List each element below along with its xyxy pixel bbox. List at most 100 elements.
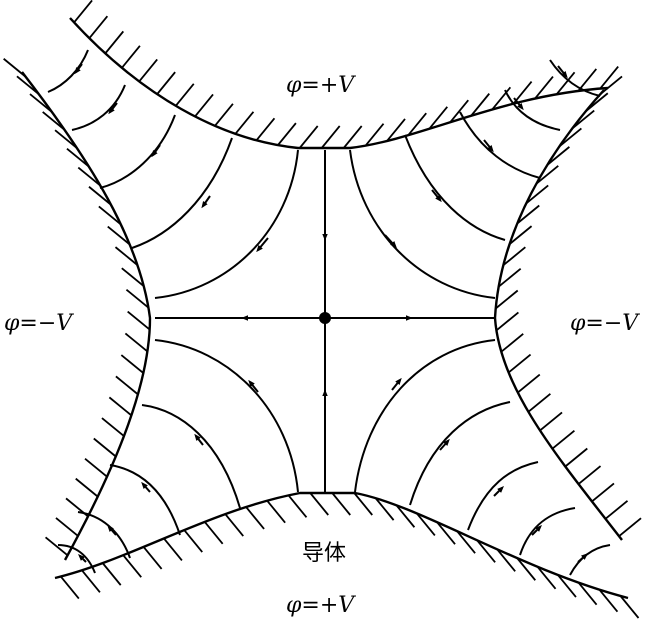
hatch-tick xyxy=(98,205,122,226)
hatch-tick xyxy=(102,562,122,586)
hatch-tick xyxy=(88,186,112,206)
hatch-tick xyxy=(224,513,244,537)
hatch-tick xyxy=(495,311,519,332)
hatch-tick xyxy=(138,58,158,82)
hatch-tick xyxy=(108,396,132,417)
hatch-tick xyxy=(619,595,640,619)
field-line-ur-4 xyxy=(504,89,561,131)
hatch-tick xyxy=(516,557,536,581)
hatch-tick xyxy=(214,103,234,127)
hatch-tick xyxy=(618,517,642,537)
hatch-tick xyxy=(81,569,101,593)
hatch-tick xyxy=(539,411,563,432)
arrow-ul-1 xyxy=(256,237,269,253)
hatch-tick xyxy=(509,225,533,245)
hatch-tick xyxy=(55,517,79,537)
label-left-potential: φ=−V xyxy=(4,311,74,336)
hatch-tick xyxy=(577,465,602,485)
hatch-tick xyxy=(107,225,131,246)
arrow-ul-3 xyxy=(151,144,161,158)
arrow-ul-2 xyxy=(201,195,211,209)
field-line-ul-3 xyxy=(99,114,176,189)
hatch-tick xyxy=(534,75,554,100)
hatch-tick xyxy=(114,246,139,266)
hatch-tick xyxy=(496,548,516,572)
hatch-tick xyxy=(546,146,570,166)
hatch-tick xyxy=(287,494,308,518)
hatch-tick xyxy=(456,530,476,554)
arrow-ur-3 xyxy=(483,139,494,153)
hatch-tick xyxy=(127,310,151,331)
arrow-lr-1 xyxy=(391,377,402,391)
hatch-tick xyxy=(577,68,598,92)
hatch-tick xyxy=(54,129,78,149)
hatch-tick xyxy=(491,86,512,110)
hatch-tick xyxy=(502,246,526,266)
hatch-tick xyxy=(407,112,427,136)
hatch-tick xyxy=(598,589,619,613)
arrow-ur-1 xyxy=(384,234,397,249)
arrow-ur-2 xyxy=(431,189,442,203)
hatch-tick xyxy=(599,66,619,90)
hatch-tick xyxy=(277,122,297,146)
hatch-tick xyxy=(555,71,576,95)
arrow-ll-3 xyxy=(141,481,151,493)
hatch-tick xyxy=(527,393,551,413)
hatch-tick xyxy=(564,447,588,468)
arrow-ll-5 xyxy=(78,554,87,563)
hatch-tick xyxy=(234,111,255,135)
hatch-tick xyxy=(120,354,144,374)
left-electrode xyxy=(21,71,152,561)
field-line-ll-5 xyxy=(57,544,96,574)
hatch-tick xyxy=(203,521,224,545)
hatch-tick xyxy=(516,204,540,225)
field-line-ul-5 xyxy=(47,49,89,93)
hatch-tick xyxy=(525,184,549,205)
hatch-tick xyxy=(194,93,214,118)
hatch-tick xyxy=(101,417,125,437)
hatch-tick xyxy=(88,15,109,39)
hatch-tick xyxy=(84,457,108,478)
hatch-tick xyxy=(245,506,265,530)
hatch-tick xyxy=(66,147,90,168)
hatch-tick xyxy=(16,75,40,95)
field-line-ur-1 xyxy=(349,149,496,299)
hatch-tick xyxy=(163,537,183,562)
field-line-ul-4 xyxy=(71,84,126,131)
field-line-ul-1 xyxy=(154,149,299,299)
arrow-ur-4 xyxy=(513,97,524,111)
hatch-tick xyxy=(591,482,615,503)
field-line-lr-4 xyxy=(519,507,576,556)
hatch-tick xyxy=(309,492,329,516)
label-top-potential: φ=+V xyxy=(286,73,356,98)
field-line-ur-5 xyxy=(549,59,601,97)
hatch-tick xyxy=(436,521,456,545)
hatch-tick xyxy=(449,99,469,123)
hatch-tick xyxy=(298,125,319,149)
hatch-tick xyxy=(476,539,496,563)
hatch-tick xyxy=(44,536,69,557)
field-line-ll-3 xyxy=(109,464,181,536)
hatch-tick xyxy=(121,267,145,287)
hatch-tick xyxy=(42,111,66,131)
hatch-tick xyxy=(604,500,629,520)
hatch-tick xyxy=(331,492,351,516)
hatch-tick xyxy=(342,125,363,149)
hatch-tick xyxy=(142,546,163,570)
arrow-lr-4 xyxy=(531,525,542,536)
hatch-tick xyxy=(122,554,142,578)
hatch-tick xyxy=(535,165,559,185)
hatch-tick xyxy=(386,118,406,142)
arrow-lr-5 xyxy=(577,553,589,563)
arrow-ll-1 xyxy=(248,379,259,393)
field-line-lr-2 xyxy=(409,401,511,506)
field-line-ur-2 xyxy=(404,134,506,241)
hatch-tick xyxy=(115,375,139,396)
hatch-tick xyxy=(495,289,519,310)
hatch-tick xyxy=(353,492,373,516)
hatch-tick xyxy=(571,109,595,130)
hatch-tick xyxy=(175,83,195,107)
label-right-potential: φ=−V xyxy=(570,311,640,336)
hatch-tick xyxy=(183,529,203,553)
